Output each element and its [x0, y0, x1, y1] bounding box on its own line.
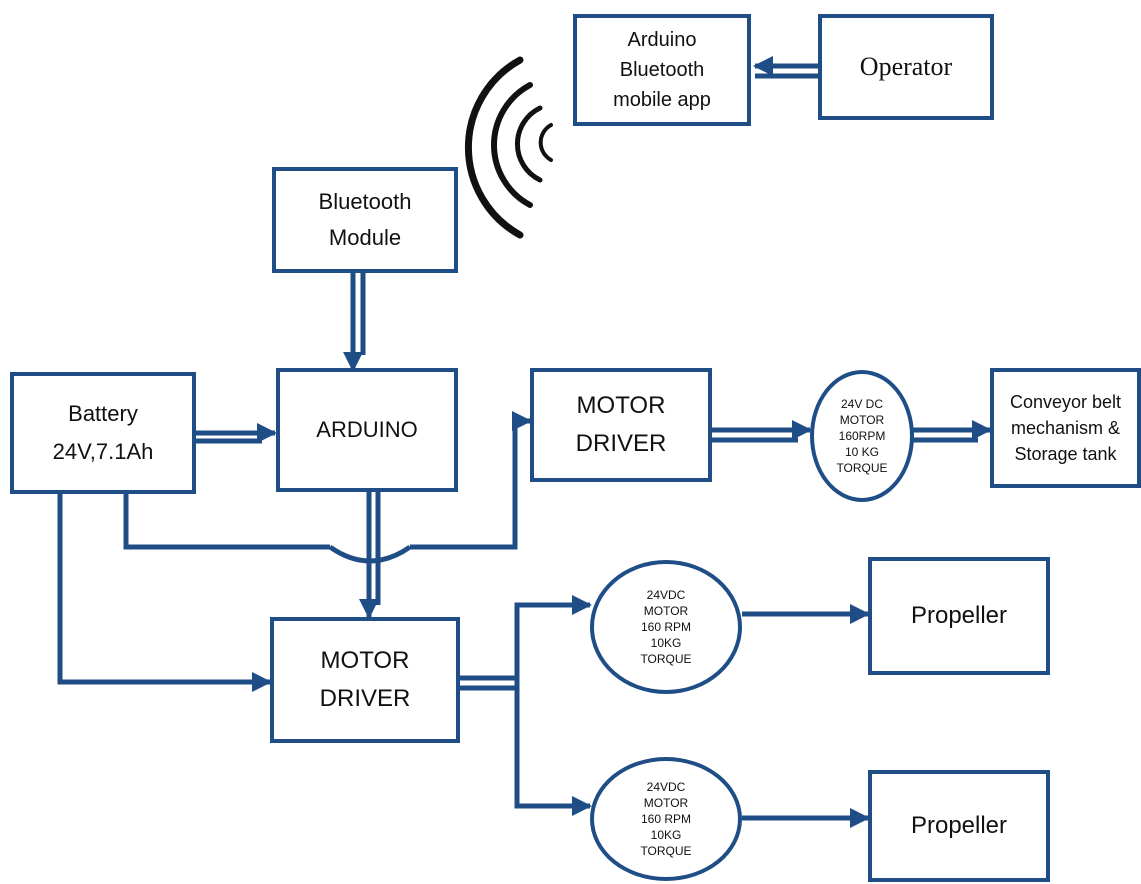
conveyor-motor-label: 24V DC MOTOR 160RPM 10 KG TORQUE [836, 397, 888, 475]
propeller-motor-1-label: 24VDC MOTOR 160 RPM 10KG TORQUE [640, 588, 692, 666]
wire-battery-bus [123, 493, 330, 550]
mobile-app-label: Arduino Bluetooth mobile app [613, 29, 711, 111]
propeller-2-block: Propeller [868, 770, 1050, 882]
bluetooth-module-label: Bluetooth Module [318, 189, 412, 250]
wireless-signal-icon [464, 56, 553, 239]
conveyor-motor-circle: 24V DC MOTOR 160RPM 10 KG TORQUE [810, 370, 914, 502]
propeller-motor-1-circle: 24VDC MOTOR 160 RPM 10KG TORQUE [590, 560, 742, 694]
wire-bus-to-driver-top [410, 411, 532, 550]
arduino-label: ARDUINO [316, 417, 418, 442]
propeller-2-label: Propeller [910, 812, 1008, 839]
propeller-1-block: Propeller [868, 557, 1050, 675]
battery-label: Battery 24V,7.1Ah [52, 401, 154, 464]
bluetooth-module-block: Bluetooth Module [272, 167, 458, 273]
wire-branch-propeller-motor-2 [514, 604, 592, 816]
motor-driver-top-block: MOTOR DRIVER [530, 368, 712, 482]
motor-driver-top-label: MOTOR DRIVER [575, 392, 667, 457]
arduino-block: ARDUINO [276, 368, 458, 492]
propeller-1-label: Propeller [910, 602, 1008, 629]
mobile-app-block: Arduino Bluetooth mobile app [573, 14, 751, 126]
wire-battery-to-driver-bottom [57, 493, 272, 692]
battery-block: Battery 24V,7.1Ah [10, 372, 196, 494]
conveyor-label: Conveyor belt mechanism & Storage tank [1009, 392, 1122, 464]
motor-driver-bottom-block: MOTOR DRIVER [270, 617, 460, 743]
operator-label: Operator [859, 52, 953, 81]
propeller-motor-2-circle: 24VDC MOTOR 160 RPM 10KG TORQUE [590, 757, 742, 881]
conveyor-block: Conveyor belt mechanism & Storage tank [990, 368, 1141, 488]
propeller-motor-2-label: 24VDC MOTOR 160 RPM 10KG TORQUE [640, 780, 692, 858]
wire-branch-propeller-motor-1 [514, 595, 592, 804]
motor-driver-bottom-label: MOTOR DRIVER [319, 647, 411, 712]
operator-block: Operator [818, 14, 994, 120]
